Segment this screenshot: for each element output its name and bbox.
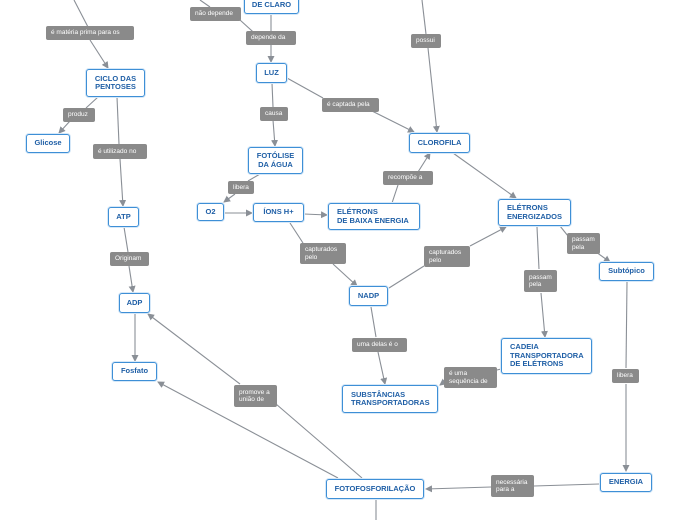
edge-necessaria-to-fotofosforilacao: [425, 485, 492, 493]
edge-utilizado-to-atp: [119, 158, 127, 207]
node-fotolise-da-agua[interactable]: FOTÓLISE DA ÁGUA: [248, 147, 303, 174]
edge-clorofila-to-energizados: [452, 152, 517, 199]
edge-promove-to-adp: [147, 313, 241, 385]
node-o2[interactable]: O2: [197, 203, 224, 221]
edge-materia-to-ciclo: [89, 39, 109, 69]
edge-ciclo-to-utilizado: [116, 96, 120, 145]
label-libera-energia: libera: [612, 369, 639, 383]
edge-originam-to-adp: [128, 265, 136, 293]
label-libera-o2: libera: [228, 181, 254, 194]
label-nao-depende: não depende: [190, 7, 241, 21]
node-fotofosforilacao[interactable]: FOTOFOSFORILAÇÃO: [326, 479, 424, 499]
node-clorofila[interactable]: CLOROFILA: [409, 133, 470, 153]
label-depende-da: depende da: [246, 31, 296, 45]
edge-top-to-materia: [73, 0, 89, 28]
label-capturados-pelo-nadp: capturados pelo: [300, 243, 346, 264]
node-energia[interactable]: ENERGIA: [600, 473, 652, 492]
edge-nadp-to-uma-delas: [370, 306, 377, 338]
edge-possui-to-clorofila: [427, 47, 440, 133]
label-recompoe-a: recompõe a: [383, 171, 433, 185]
node-fosfato[interactable]: Fosfato: [112, 362, 157, 381]
edge-capturados-to-nadp: [332, 263, 358, 287]
label-sequencia-de: é uma sequência de: [444, 367, 497, 388]
edge-recompoe-to-clorofila: [417, 152, 431, 173]
edge-energizados-to-passam2: [536, 226, 540, 270]
edge-ions-to-eletrons-baixa: [303, 211, 328, 219]
edge-fotolise-to-libera: [247, 173, 261, 182]
edge-capturados2-to-energizados: [469, 226, 507, 247]
node-atp[interactable]: ATP: [108, 207, 139, 227]
edge-luz-to-captada: [286, 77, 324, 99]
edge-ciclo-to-produz: [85, 96, 99, 109]
node-ions-h[interactable]: ÍONS H+: [253, 203, 304, 222]
edge-captada-to-clorofila: [369, 109, 415, 133]
node-nadp[interactable]: NADP: [349, 286, 388, 306]
edge-nadp-to-capturados2: [388, 265, 425, 289]
node-glicose[interactable]: Glicose: [26, 134, 70, 153]
edge-libera-to-o2: [223, 193, 236, 203]
node-adp[interactable]: ADP: [119, 293, 150, 313]
edge-ions-to-capturados: [289, 222, 304, 244]
edge-energia-to-necessaria: [533, 483, 600, 487]
label-promove-uniao: promove a união de: [234, 385, 277, 407]
label-originam: Originam: [110, 252, 149, 266]
node-de-claro[interactable]: DE CLARO: [244, 0, 299, 14]
node-eletrons-de-baixa-energia[interactable]: ELÉTRONS DE BAIXA ENERGIA: [328, 203, 420, 230]
edge-sequencia-to-substancias: [439, 378, 447, 386]
label-produz: produz: [63, 108, 95, 122]
node-luz[interactable]: LUZ: [256, 63, 287, 83]
label-capturados-pelo-eletrons: capturados pelo: [424, 246, 470, 267]
edge-cadeia-to-sequencia: [496, 368, 502, 371]
edge-causa-to-fotolise: [271, 119, 279, 147]
label-uma-delas: uma delas é o: [352, 338, 407, 352]
label-captada-pela: é captada pela: [322, 98, 379, 112]
edge-energizados-to-passam: [559, 225, 569, 237]
label-causa: causa: [260, 107, 288, 121]
node-ciclo-das-pentoses[interactable]: CICLO DAS PENTOSES: [86, 69, 145, 97]
label-passam-pela-subtopico: passam pela: [567, 233, 600, 254]
edge-fotofosforilacao-to-promove: [275, 403, 363, 479]
node-eletrons-energizados[interactable]: ELÉTRONS ENERGIZADOS: [498, 199, 571, 226]
edge-atp-to-originam: [123, 226, 129, 253]
edge-passam2-to-cadeia: [540, 292, 548, 338]
edge-uma-delas-to-substancias: [377, 351, 388, 385]
edge-baixa-to-recompoe: [391, 184, 399, 204]
edge-top-to-nao-depende: [199, 0, 211, 8]
node-substancias-transportadoras[interactable]: SUBSTÂNCIAS TRANSPORTADORAS: [342, 385, 438, 413]
node-cadeia-transportadora[interactable]: CADEIA TRANSPORTADORA DE ELÉTRONS: [501, 338, 592, 374]
edge-produz-to-glicose: [58, 120, 71, 134]
label-passam-pela-cadeia: passam pela: [524, 270, 557, 292]
edge-top-to-possui: [421, 0, 427, 35]
label-utilizado-no: é utilizado no: [93, 144, 147, 159]
edge-luz-to-causa: [271, 82, 274, 108]
edge-subtopico-to-libera: [625, 281, 628, 369]
node-subtopico[interactable]: Subtópico: [599, 262, 654, 281]
label-possui: possui: [411, 34, 441, 48]
label-necessaria-para: necessária para a: [491, 475, 534, 497]
label-materia-prima: é matéria prima para os: [46, 26, 134, 40]
edge-fotofosforilacao-to-fosfato: [157, 381, 339, 479]
